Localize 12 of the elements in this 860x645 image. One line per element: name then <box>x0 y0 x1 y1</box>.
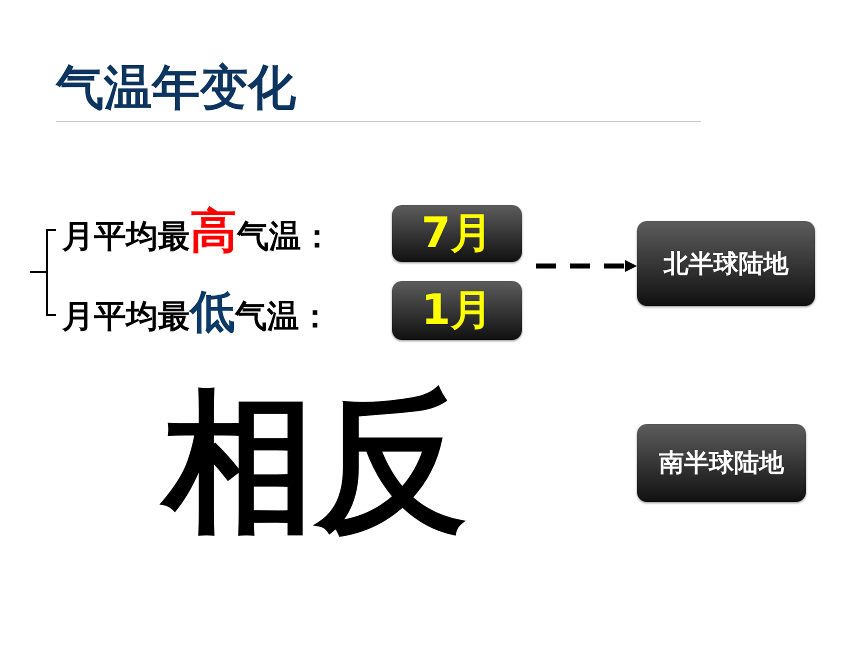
region-text: 南半球陆地 <box>659 449 784 477</box>
temperature-row-text: 月平均最低气温： <box>62 289 331 336</box>
temperature-row-text: 月平均最高气温： <box>62 208 333 256</box>
dashed-arrow <box>536 260 637 272</box>
month-text: 7月 <box>421 210 493 257</box>
region-box <box>637 221 815 306</box>
month-box <box>392 205 522 262</box>
month-box <box>392 281 522 340</box>
slide-title: 气温年变化 <box>56 59 296 118</box>
region-text: 北半球陆地 <box>664 250 788 278</box>
month-text: 1月 <box>421 287 493 334</box>
region-box <box>637 424 806 502</box>
